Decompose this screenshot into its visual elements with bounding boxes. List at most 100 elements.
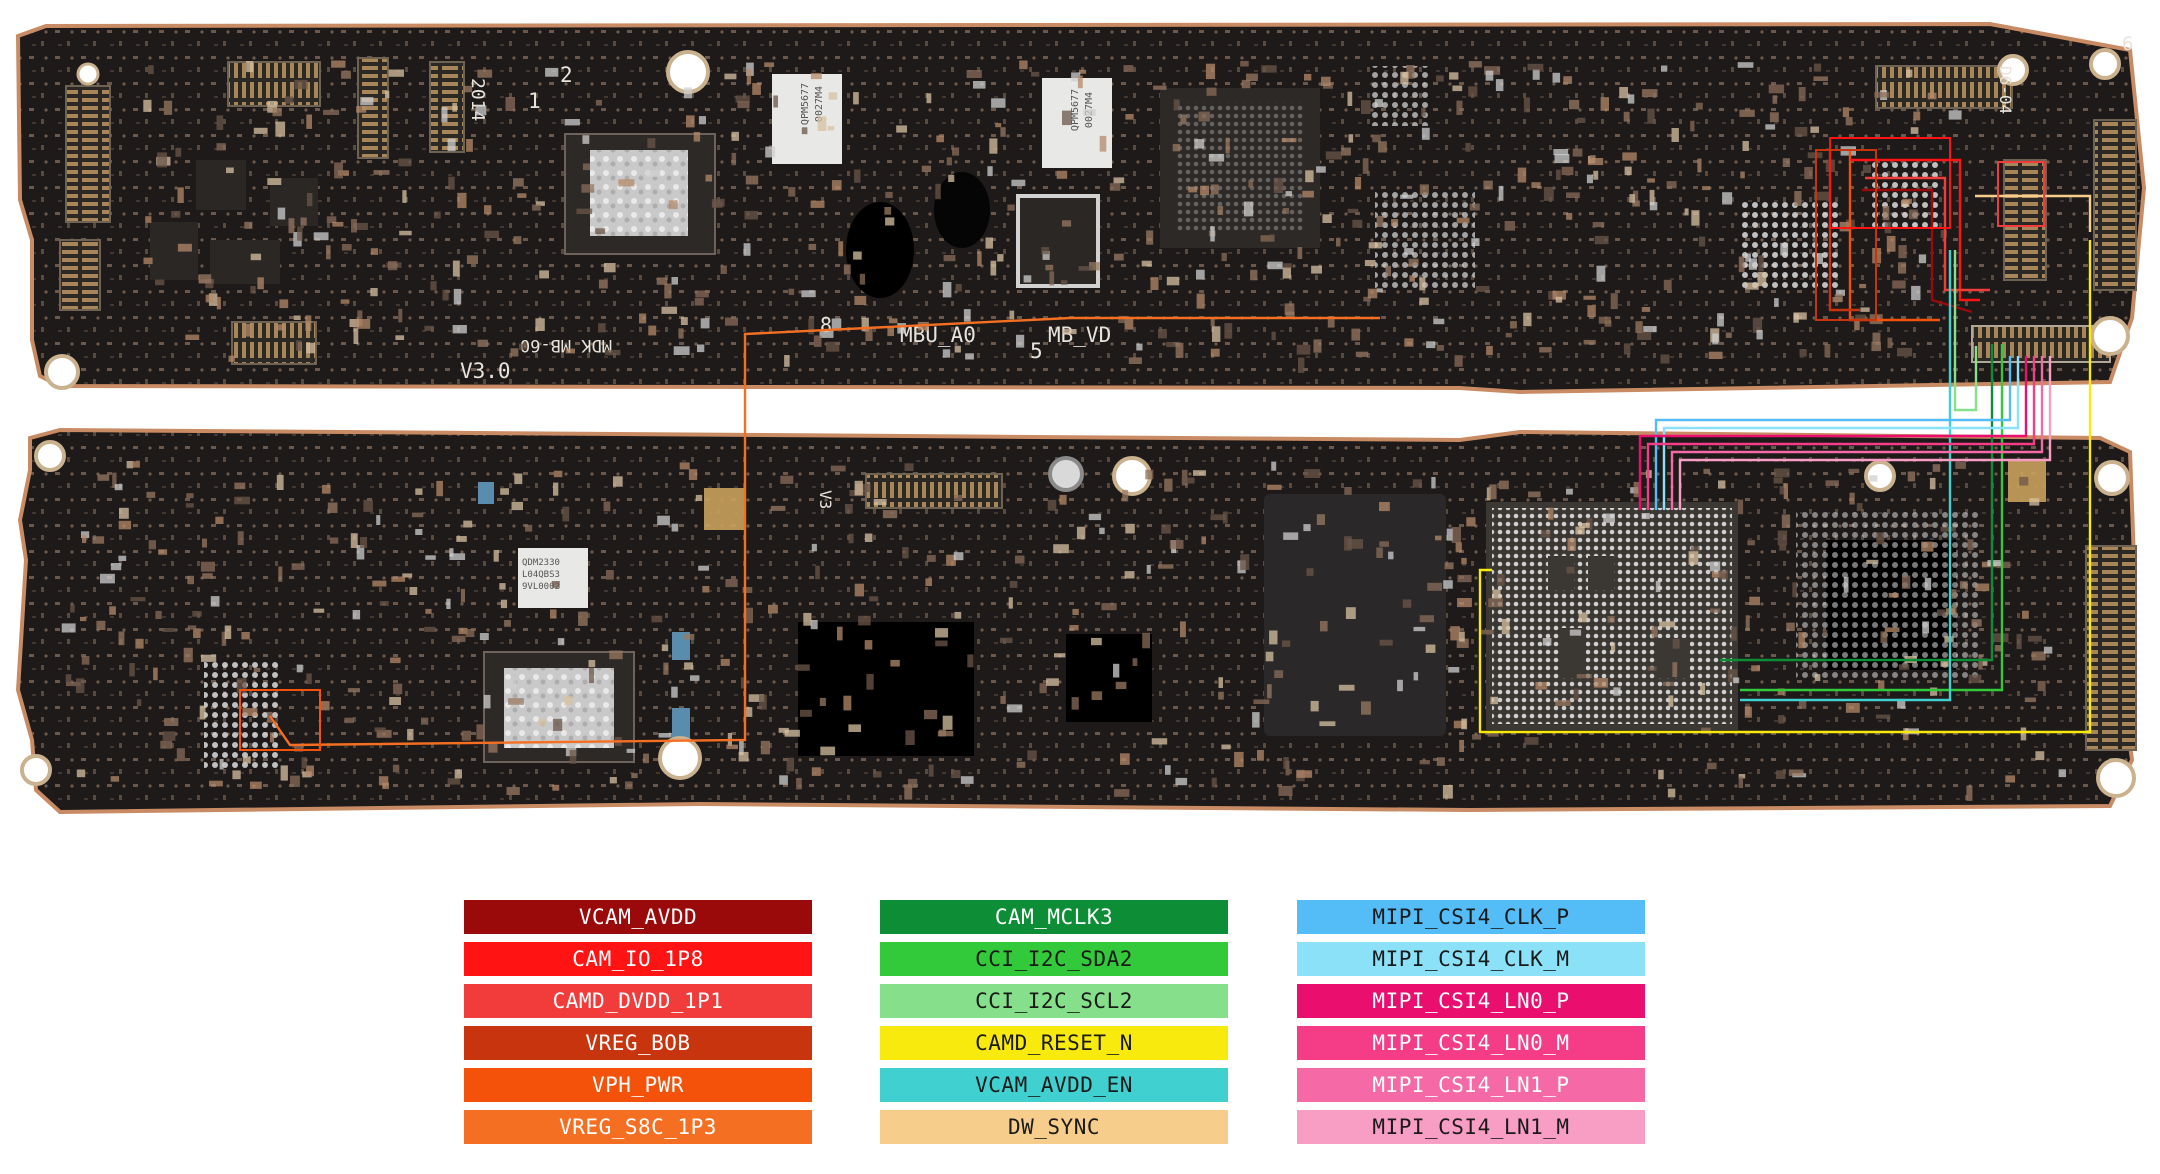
smd-component	[647, 138, 656, 149]
trace-vcam-en	[1740, 250, 1952, 702]
smd-component	[415, 488, 423, 495]
smd-component	[1563, 76, 1572, 84]
smd-component	[925, 578, 932, 586]
smd-component	[155, 610, 162, 619]
smd-component	[1042, 251, 1050, 260]
smd-component	[1321, 76, 1331, 86]
smd-component	[1408, 258, 1419, 266]
smd-component	[1884, 627, 1900, 633]
smd-component	[350, 533, 358, 548]
smd-component	[1325, 151, 1342, 160]
smd-component	[1709, 561, 1721, 572]
trace-vcam-avdd	[1862, 188, 1973, 314]
trace-mipi-clk-m	[1662, 356, 2020, 510]
smd-component	[1719, 570, 1728, 580]
smd-component	[813, 335, 822, 347]
smd-component	[1871, 341, 1881, 352]
smd-component	[1222, 511, 1228, 524]
smd-component	[942, 349, 951, 358]
smd-component	[864, 640, 873, 650]
smd-component	[1528, 491, 1541, 498]
smd-component	[374, 727, 386, 732]
smd-component	[1206, 87, 1217, 96]
top-power-ic-1	[196, 160, 246, 210]
bottom-hole-6	[2096, 758, 2136, 798]
smd-component	[452, 260, 460, 277]
smd-component	[1450, 626, 1460, 641]
smd-component	[684, 662, 693, 670]
smd-component	[1210, 318, 1215, 327]
smd-component	[811, 767, 821, 776]
smd-component	[193, 628, 201, 639]
smd-component	[241, 632, 250, 640]
smd-component	[1091, 637, 1102, 646]
smd-component	[1008, 597, 1013, 609]
legend-item-mipi-csi4-ln1-m: MIPI_CSI4_LN1_M	[1297, 1110, 1645, 1144]
smd-component	[148, 65, 154, 75]
smd-component	[1361, 701, 1371, 715]
smd-component	[1561, 166, 1574, 176]
smd-component	[1056, 170, 1068, 179]
smd-component	[1992, 633, 2009, 643]
smd-component	[1165, 765, 1171, 775]
smd-component	[1863, 164, 1871, 173]
smd-component	[935, 628, 949, 638]
smd-component	[705, 174, 713, 182]
smd-component	[160, 740, 173, 749]
smd-component	[76, 769, 86, 778]
smd-component	[175, 147, 182, 157]
silk-version: V3.0	[460, 359, 511, 383]
smd-component	[1421, 127, 1430, 140]
smd-component	[658, 733, 672, 738]
smd-component	[946, 554, 956, 566]
smd-component	[1322, 214, 1332, 223]
smd-component	[1257, 750, 1264, 761]
smd-component	[1113, 177, 1125, 184]
smd-component	[1196, 293, 1205, 309]
smd-component	[146, 491, 156, 498]
smd-component	[967, 654, 974, 668]
smd-component	[1456, 100, 1463, 115]
smd-component	[1798, 87, 1806, 102]
smd-component	[1966, 785, 1973, 801]
smd-component	[143, 99, 152, 112]
smd-component	[688, 469, 698, 480]
smd-component	[855, 483, 871, 493]
smd-component	[1468, 61, 1482, 68]
smd-component	[1173, 99, 1180, 111]
smd-component	[885, 191, 893, 198]
smd-component	[1959, 581, 1968, 589]
smd-component	[1409, 275, 1415, 282]
smd-component	[1078, 266, 1093, 271]
silk-v3: V3	[816, 490, 835, 509]
smd-component	[686, 115, 695, 128]
smd-component	[1313, 339, 1322, 353]
smd-component	[517, 193, 527, 198]
smd-component	[744, 210, 759, 220]
trace-cam-io	[1850, 158, 1980, 302]
smd-component	[625, 781, 633, 790]
smd-component	[130, 597, 146, 602]
smd-component	[1196, 269, 1205, 280]
bottom-hole-3	[658, 736, 702, 780]
smd-component	[908, 778, 918, 788]
smd-component	[1341, 147, 1351, 156]
smd-component	[2027, 635, 2042, 642]
smd-component	[609, 650, 623, 660]
smd-component	[1320, 621, 1328, 632]
top-bga-3	[1375, 190, 1475, 290]
smd-component	[208, 293, 218, 306]
smd-component	[1757, 271, 1767, 287]
smd-component	[1281, 138, 1297, 143]
highlight-box-2	[1815, 149, 1877, 321]
smd-component	[854, 169, 861, 183]
smd-component	[1874, 92, 1890, 98]
smd-component	[2024, 697, 2036, 703]
smd-component	[1700, 682, 1706, 695]
smd-component	[765, 146, 776, 158]
smd-component	[1778, 715, 1785, 724]
smd-component	[1613, 687, 1621, 696]
smd-component	[1166, 276, 1180, 286]
smd-component	[1449, 72, 1459, 80]
smd-component	[454, 769, 462, 779]
